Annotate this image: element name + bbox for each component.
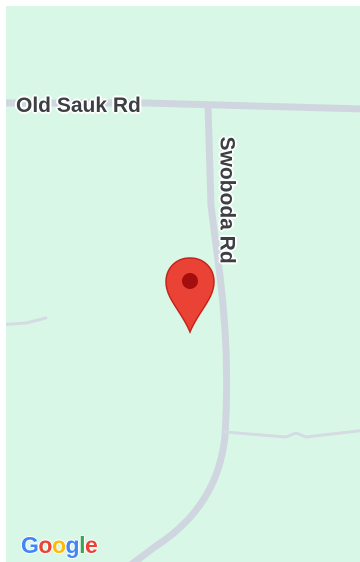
map-view[interactable]: Old Sauk Rd Swoboda Rd [6,6,360,562]
map-canvas [6,99,360,562]
swoboda-road [128,102,231,562]
google-logo-letter: e [84,532,98,558]
google-logo-letter: l [79,532,85,558]
old-sauk-road-label: Old Sauk Rd [16,94,141,117]
google-logo-letter: g [65,532,80,558]
location-pin-icon[interactable] [164,256,216,334]
minor-road-west [6,316,48,326]
swoboda-road-label: Swoboda Rd [215,136,239,264]
google-logo: Google [21,532,98,558]
old-sauk-road [6,99,360,113]
google-logo-letter: o [51,532,66,558]
google-logo-letter: o [38,532,52,558]
google-logo-letter: G [21,532,39,558]
google-logo-text: Google [21,532,98,558]
minor-road-east [223,429,360,439]
